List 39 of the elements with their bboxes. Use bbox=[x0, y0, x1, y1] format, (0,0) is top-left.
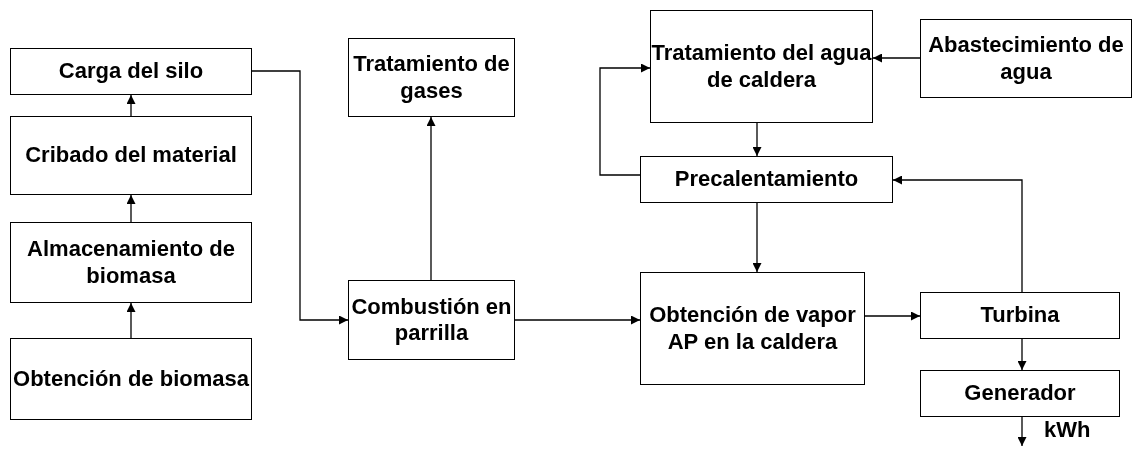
arrow bbox=[426, 116, 436, 281]
arrow bbox=[752, 202, 762, 273]
process-box bbox=[10, 116, 252, 195]
output-label: kWh bbox=[1044, 417, 1091, 443]
box-label: Carga del silo bbox=[58, 58, 204, 85]
process-box bbox=[10, 48, 252, 95]
process-box bbox=[640, 156, 893, 203]
arrow bbox=[752, 122, 762, 157]
box-label: Turbina bbox=[980, 302, 1060, 329]
box-label: Precalentamiento bbox=[674, 166, 859, 193]
box-label: Combustión en parrilla bbox=[350, 293, 513, 347]
box-label: Abastecimiento de agua bbox=[927, 32, 1125, 85]
arrow bbox=[251, 70, 349, 325]
box-label: Tratamiento de gases bbox=[352, 51, 511, 104]
arrow bbox=[514, 315, 641, 325]
process-box bbox=[348, 38, 515, 117]
arrow bbox=[126, 302, 136, 339]
process-box bbox=[10, 222, 252, 303]
box-label: Tratamiento del agua de caldera bbox=[651, 40, 872, 93]
process-box bbox=[650, 10, 873, 123]
arrow bbox=[1017, 416, 1027, 447]
arrow bbox=[126, 94, 136, 117]
process-box bbox=[640, 272, 865, 385]
arrow bbox=[126, 194, 136, 223]
box-label: Obtención de vapor AP en la caldera bbox=[648, 302, 857, 355]
box-label: Generador bbox=[964, 380, 1076, 407]
arrow bbox=[1017, 338, 1027, 371]
box-label: Obtención de biomasa bbox=[13, 365, 249, 393]
arrow bbox=[864, 311, 921, 321]
process-box bbox=[920, 370, 1120, 417]
arrow bbox=[599, 63, 651, 176]
process-box bbox=[920, 19, 1132, 98]
arrow bbox=[892, 175, 1023, 293]
box-label: Cribado del material bbox=[25, 142, 237, 169]
process-box bbox=[10, 338, 252, 420]
arrow bbox=[872, 53, 921, 63]
box-label: Almacenamiento de biomasa bbox=[26, 236, 236, 289]
process-box bbox=[920, 292, 1120, 339]
process-box bbox=[348, 280, 515, 360]
